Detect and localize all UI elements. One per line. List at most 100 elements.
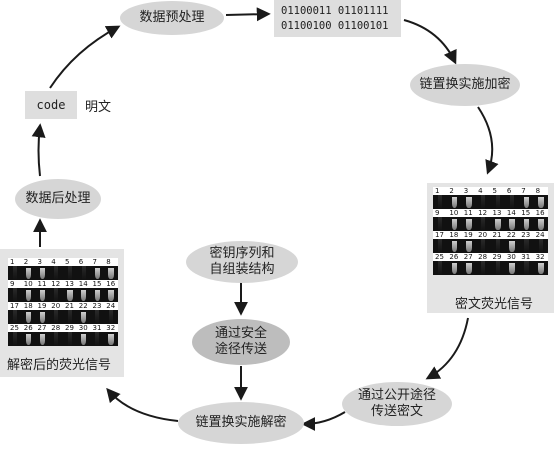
secure-label: 通过安全 途径传送 <box>215 326 267 358</box>
cipher-lane-number: 28 <box>476 253 491 261</box>
cipher-lane: 16 <box>533 209 548 231</box>
cipher-lane-number: 26 <box>447 253 462 261</box>
secure-label-line-1: 通过安全 <box>214 326 267 341</box>
cipher-lane: 31 <box>519 253 534 275</box>
key-label-line-1: 密钥序列和 <box>209 246 275 261</box>
decrypted-lane: 15 <box>90 280 105 302</box>
cipher-lane-number: 18 <box>447 231 462 239</box>
cipher-lane: 30 <box>504 253 520 275</box>
plaintext-label: 明文 <box>85 100 112 115</box>
cipher-lane-signal <box>490 261 505 275</box>
decrypted-lane-number: 10 <box>21 280 36 288</box>
cipher-lane: 7 <box>519 187 534 209</box>
cipher-lane: 26 <box>447 253 462 275</box>
cipher-lane-signal <box>504 239 520 253</box>
decrypted-lane: 19 <box>35 302 50 324</box>
decrypted-lane-number: 12 <box>49 280 63 288</box>
cipher-lane-signal <box>433 261 448 275</box>
cipher-lane: 11 <box>461 209 477 231</box>
decrypted-lane-signal <box>63 310 77 324</box>
cipher-lane: 4 <box>476 187 491 209</box>
cipher-lane-number: 7 <box>519 187 534 195</box>
decrypted-label: 解密后的荧光信号 <box>7 358 112 373</box>
decrypted-lane-number: 8 <box>104 258 118 266</box>
cipher-lane-signal <box>533 261 548 275</box>
cipher-lane: 8 <box>533 187 548 209</box>
decrypted-lane: 27 <box>35 324 50 346</box>
cipher-lane-signal <box>433 239 448 253</box>
postprocess-node: 数据后处理 <box>15 179 101 219</box>
cipher-lane: 22 <box>504 231 520 253</box>
cipher-lane: 2 <box>447 187 462 209</box>
cipher-lane-signal <box>476 261 491 275</box>
decrypted-lane-number: 5 <box>63 258 77 266</box>
secure-label-line-2: 途径传送 <box>214 342 267 357</box>
decrypted-lane: 17 <box>8 302 22 324</box>
decrypted-lane-number: 24 <box>104 302 118 310</box>
cipher-label: 密文荧光信号 <box>455 297 534 312</box>
arrow-code-to-preprocess <box>49 25 121 89</box>
preprocess-label: 数据预处理 <box>139 10 205 25</box>
cipher-lane-signal <box>533 239 548 253</box>
cipher-lane-number: 19 <box>461 231 477 239</box>
decrypted-lane-number: 21 <box>63 302 77 310</box>
cipher-lane-number: 27 <box>461 253 477 261</box>
cipher-lane-number: 8 <box>533 187 548 195</box>
cipher-lane-number: 13 <box>490 209 505 217</box>
cipher-lane-signal <box>519 261 534 275</box>
cipher-lane-number: 24 <box>533 231 548 239</box>
cipher-lane: 13 <box>490 209 505 231</box>
cipher-lane-number: 15 <box>519 209 534 217</box>
decrypted-lane-number: 7 <box>90 258 105 266</box>
code-label: code <box>36 98 66 112</box>
decrypted-lane-number: 22 <box>76 302 91 310</box>
decrypted-lane-signal <box>76 288 91 302</box>
cipher-lane: 23 <box>519 231 534 253</box>
cipher-lane: 3 <box>461 187 477 209</box>
decrypt-node: 链置换实施解密 <box>178 402 304 444</box>
decrypted-lane-signal <box>35 310 50 324</box>
cipher-lane-number: 22 <box>504 231 520 239</box>
decrypted-lane: 21 <box>63 302 77 324</box>
cipher-lane-number: 4 <box>476 187 491 195</box>
decrypted-lane: 28 <box>49 324 63 346</box>
cipher-lane-number: 25 <box>433 253 448 261</box>
cipher-lane: 14 <box>504 209 520 231</box>
decrypted-lane: 23 <box>90 302 105 324</box>
decrypted-lane: 30 <box>76 324 91 346</box>
cipher-lane: 19 <box>461 231 477 253</box>
cipher-lane-signal <box>447 239 462 253</box>
decrypted-lane-number: 14 <box>76 280 91 288</box>
decrypted-lane-number: 19 <box>35 302 50 310</box>
decrypted-lane-signal <box>76 332 91 346</box>
cipher-lane: 27 <box>461 253 477 275</box>
binary-box: 01100011 01101111 01100100 01100101 <box>274 0 401 37</box>
cipher-lane-signal <box>447 217 462 231</box>
decrypted-lane: 1 <box>8 258 22 280</box>
decrypted-lane-number: 17 <box>8 302 22 310</box>
cipher-lane-signal <box>433 217 448 231</box>
decrypted-lane-number: 18 <box>21 302 36 310</box>
decrypted-lane: 24 <box>104 302 118 324</box>
cipher-lane-number: 3 <box>461 187 477 195</box>
arrow-binary-to-encrypt <box>403 19 457 65</box>
decrypted-lane: 22 <box>76 302 91 324</box>
cipher-lane: 28 <box>476 253 491 275</box>
decrypt-label: 链置换实施解密 <box>195 415 287 430</box>
cipher-lane-signal <box>447 195 462 209</box>
cipher-lane-signal <box>519 217 534 231</box>
decrypted-lane-signal <box>35 288 50 302</box>
decrypted-lane-signal <box>8 288 22 302</box>
key-label-line-2: 自组装结构 <box>209 262 275 277</box>
decrypted-lane-signal <box>49 332 63 346</box>
decrypted-lane-signal <box>104 332 118 346</box>
cipher-lane-number: 14 <box>504 209 520 217</box>
cipher-lane-number: 2 <box>447 187 462 195</box>
decrypted-lane-signal <box>90 288 105 302</box>
cipher-lane-signal <box>490 195 505 209</box>
decrypted-lane: 9 <box>8 280 22 302</box>
decrypted-lane: 18 <box>21 302 36 324</box>
arrow-cipher-to-public <box>425 317 469 380</box>
